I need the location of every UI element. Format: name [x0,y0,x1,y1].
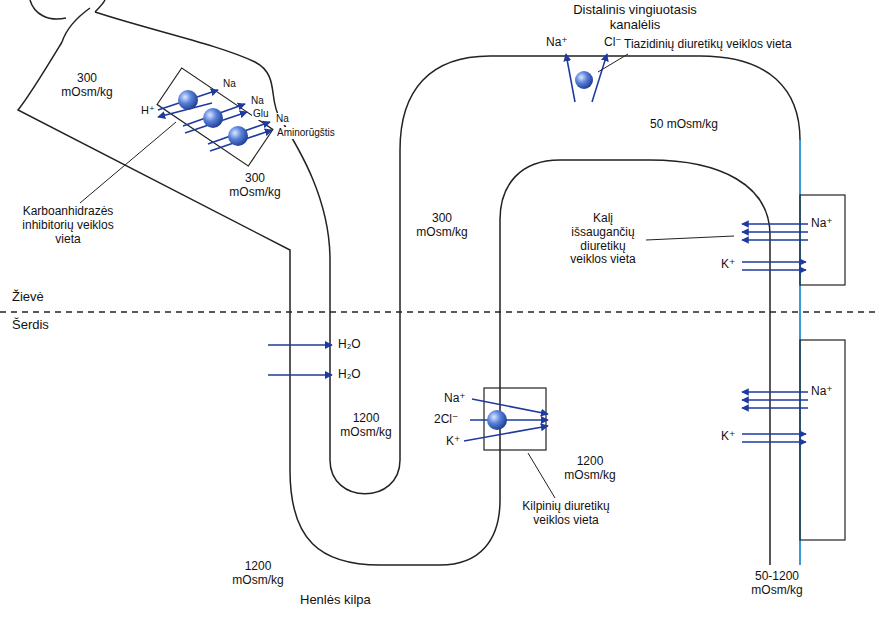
drug-site-label: Kilpinių diuretikų veiklos vieta [512,500,620,528]
carrier-sphere [203,108,223,128]
osmolality-value: 1200 mOsm/kg [560,455,620,483]
ion-label: Na [275,113,290,125]
transport-arrow [742,269,806,271]
ion-label: Na [222,78,237,90]
ion-label: 2Cl⁻ [434,413,458,427]
transport-arrow [742,399,808,401]
water-label: H₂O [338,338,361,352]
ion-label: K⁺ [446,435,460,449]
transporter-box [484,388,546,450]
region-label: Šerdis [12,318,49,333]
osmolality-value: 50-1200 mOsm/kg [746,570,808,598]
transporter-box [157,68,273,166]
transport-arrow [472,399,548,414]
transport-arrow [470,419,548,421]
water-arrow [268,344,332,346]
part-name: Distalinis vingiuotasis kanalėlis [565,3,705,33]
osmolality-value: 300 mOsm/kg [412,212,472,240]
leader-line [80,122,176,203]
transport-arrow [566,54,575,102]
drug-site-label: Tiazidinių diuretikų veiklos vieta [624,38,792,52]
bowman-capsule [30,0,105,42]
water-label: H₂O [338,368,361,382]
ion-label: Cl⁻ [604,36,622,50]
leader-line [598,54,628,72]
transport-arrow [158,90,218,110]
transport-arrow [742,231,808,233]
drug-site-label: Kalį išsaugančių diuretikų veiklos vieta [563,212,643,267]
carrier-sphere [228,126,248,146]
ion-label: Na⁺ [444,392,466,406]
transport-arrow [742,441,806,443]
transport-arrow [592,54,607,102]
transport-arrow [742,433,806,435]
osmolality-value: 300 mOsm/kg [226,172,284,200]
region-label: Žievė [12,290,44,305]
transport-arrow [742,407,808,409]
transporter-box [800,340,845,540]
transport-arrow [742,223,808,225]
carrier-sphere [178,90,198,110]
ion-label: Na⁺ [811,385,833,399]
part-name: Henlės kilpa [300,593,371,608]
leader-line [528,453,555,498]
osmolality-value: 1200 mOsm/kg [228,560,288,588]
osmolality-value: 1200 mOsm/kg [336,412,396,440]
transport-arrow [742,239,808,241]
solute-label: Aminorūgštis [276,127,336,139]
transport-arrow [464,426,548,441]
cortex-medulla-boundary [0,311,880,313]
water-arrow [268,374,332,376]
drug-site-label: Karboanhidrazės inhibitorių veiklos viet… [12,205,124,246]
ion-label: K⁺ [721,430,735,444]
tubule-wall [18,42,770,565]
tubule-wall [95,12,800,565]
osmolality-value: 50 mOsm/kg [650,118,718,132]
ion-label: K⁺ [721,258,735,272]
carrier-sphere [487,410,507,430]
transport-arrow [742,391,808,393]
ion-label: Na⁺ [546,36,568,50]
ion-label: Na⁺ [811,217,833,231]
solute-label: Glu [252,108,270,120]
ion-label: H⁺ [140,104,156,117]
ion-label: Na [250,95,265,107]
transport-arrow [742,261,806,263]
osmolality-value: 300 mOsm/kg [58,72,116,100]
leader-line [646,236,734,240]
carrier-sphere [575,71,593,89]
